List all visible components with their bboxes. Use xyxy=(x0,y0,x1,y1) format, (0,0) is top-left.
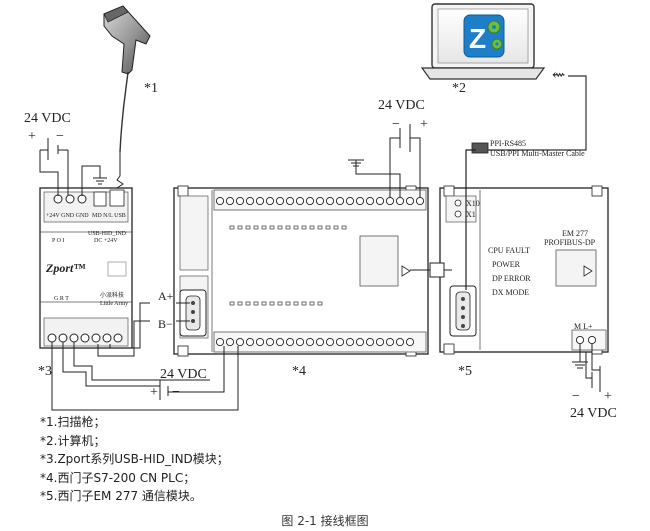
module-led-labels-top: P O I xyxy=(52,238,64,244)
scanner-marker: *1 xyxy=(144,81,158,96)
app-logo-letter: Z xyxy=(469,23,486,54)
module-vdc-label: 24 VDC xyxy=(24,111,71,126)
module-maker-en: Little Army xyxy=(100,301,128,307)
em277-power-wiring xyxy=(572,344,601,392)
plc-marker: *4 xyxy=(292,364,306,379)
em-marker: *5 xyxy=(458,364,472,379)
module-brand: Zport™ xyxy=(45,261,86,275)
a-plus-label: A+ xyxy=(158,289,174,303)
em277-vdc-minus: − xyxy=(572,389,580,404)
legend-item-scanner: *1.扫描枪； xyxy=(40,415,106,429)
computer-marker: *2 xyxy=(452,81,466,96)
module-vdc-plus: + xyxy=(28,129,36,144)
cable-label-line2: USB/PPI Multi-Master Cable xyxy=(490,149,585,158)
legend-item-module: *3.Zport系列USB-HID_IND模块； xyxy=(40,452,229,466)
module-maker-cn: 小派科技 xyxy=(100,291,124,299)
plc-top-power-wiring xyxy=(348,124,421,197)
usb-symbol-icon: ⇜ xyxy=(552,67,565,84)
em277-title: EM 277 xyxy=(562,229,588,238)
module-model: USB-HID_IND xyxy=(88,231,127,237)
em277-status-dp-error: DP ERROR xyxy=(492,274,531,283)
plc-top-vdc-label: 24 VDC xyxy=(378,98,425,113)
module-terminal-labels: +24V GND GND xyxy=(46,213,89,219)
em277-subtitle: PROFIBUS-DP xyxy=(544,238,596,247)
usb-cable xyxy=(484,75,587,151)
em277-terminal-labels: M L+ xyxy=(574,322,593,331)
plc-top-vdc-plus: + xyxy=(420,117,428,132)
legend-item-plc: *4.西门子S7-200 CN PLC； xyxy=(40,470,196,485)
em277-vdc-label: 24 VDC xyxy=(570,406,617,421)
plc-bottom-vdc-label: 24 VDC xyxy=(160,367,207,382)
em277-status-cpu-fault: CPU FAULT xyxy=(488,246,530,255)
module-led-labels-bottom: G R T xyxy=(54,296,69,302)
module-power-rating: DC +24V xyxy=(94,238,118,244)
cable-label-line1: PPI-RS485 xyxy=(490,139,526,148)
em277-status-power: POWER xyxy=(492,260,521,269)
module-power-wiring xyxy=(39,138,124,196)
module-vdc-minus: − xyxy=(56,129,64,144)
module-port-labels: MD N/L USB xyxy=(92,213,126,219)
module-marker: *3 xyxy=(38,364,52,379)
em277-cable-wire xyxy=(465,149,476,290)
rs485-wiring xyxy=(51,302,239,411)
legend-item-computer: *2.计算机； xyxy=(40,433,106,448)
plc-bottom-vdc-minus: − xyxy=(172,385,180,400)
b-minus-label: B− xyxy=(158,317,173,331)
em277-db9-port xyxy=(449,285,477,337)
em277-x1-label: X1 xyxy=(466,210,476,219)
cable-connector xyxy=(471,142,489,154)
plc-db9-port xyxy=(179,289,207,337)
plc-top-vdc-minus: − xyxy=(392,117,400,132)
plc-bottom-vdc-plus: + xyxy=(150,385,158,400)
em277-vdc-plus: + xyxy=(604,389,612,404)
legend-list: *1.扫描枪； *2.计算机； *3.Zport系列USB-HID_IND模块；… xyxy=(40,413,229,506)
s7-200-plc xyxy=(173,185,429,357)
figure-caption: 图 2-1 接线框图 xyxy=(281,514,369,528)
em277-x10-label: X10 xyxy=(466,199,480,208)
zport-app-icon: Z xyxy=(463,14,505,58)
legend-item-em277: *5.西门子EM 277 通信模块。 xyxy=(40,489,202,503)
expansion-cable xyxy=(410,262,452,278)
barcode-scanner xyxy=(103,5,151,153)
zport-module xyxy=(39,187,133,349)
em277-status-dx-mode: DX MODE xyxy=(492,288,529,297)
